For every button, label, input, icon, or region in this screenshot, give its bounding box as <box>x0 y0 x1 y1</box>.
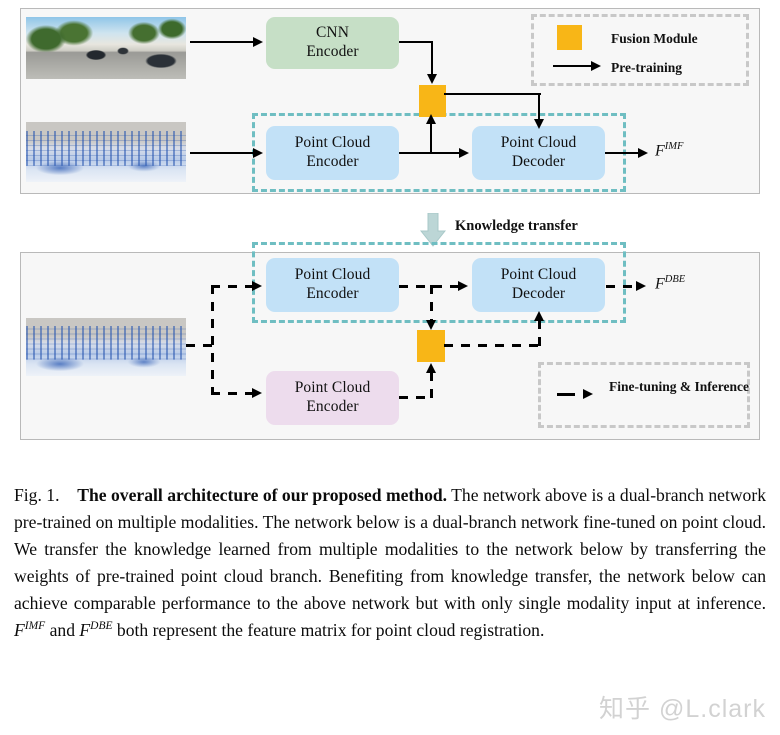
legend-pretraining-label: Pre-training <box>611 60 682 75</box>
caption-body-part2: and <box>45 620 80 641</box>
fusion-module-bottom[interactable] <box>417 330 445 362</box>
arrow-cnn-to-fusion-head <box>426 74 437 84</box>
dashed-lower-encoder-to-fusion-v <box>430 372 433 398</box>
fusion-module-top[interactable] <box>419 85 446 117</box>
arrow-cnn-to-fusion-h <box>399 41 433 44</box>
cnn-encoder-label-line2: Encoder <box>306 43 359 60</box>
point-cloud-decoder-node-bottom[interactable]: Point Cloud Decoder <box>472 258 605 312</box>
pc-decoder-bottom-label-line2: Decoder <box>511 285 566 302</box>
dashed-fusion-to-decoder-head <box>533 311 544 321</box>
pc-encoder-top-label-line1: Point Cloud <box>294 134 371 152</box>
arrow-rgb-to-cnn-head <box>253 36 263 47</box>
legend-finetuning-line1: Fine-tuning <box>609 379 677 394</box>
knowledge-transfer-label: Knowledge transfer <box>455 218 578 234</box>
rgb-image-thumbnail <box>26 17 186 79</box>
caption-symbol-dbe: FDBE <box>79 620 112 640</box>
arrow-decoder-to-output-line-top <box>605 152 640 155</box>
knowledge-transfer-arrow-icon <box>420 213 446 247</box>
output-label-imf: FIMF <box>655 141 683 160</box>
legend-finetuning-arrow-dash <box>557 393 575 396</box>
cnn-encoder-node[interactable]: CNN Encoder <box>266 17 399 69</box>
pc-encoder-top-label-line2: Encoder <box>306 153 359 170</box>
legend-finetuning-box <box>538 362 750 428</box>
output-dbe-sup: DBE <box>664 274 686 285</box>
cnn-encoder-label-line1: CNN <box>315 24 350 42</box>
dashed-arrow-to-upper-encoder-head <box>252 280 262 291</box>
point-cloud-decoder-node-top[interactable]: Point Cloud Decoder <box>472 126 605 180</box>
caption-dbe-base: F <box>79 620 91 641</box>
caption-symbol-imf: FIMF <box>14 620 45 640</box>
dashed-lower-encoder-to-fusion-h <box>399 396 432 399</box>
dashed-arrow-to-lower-encoder-line <box>211 392 253 395</box>
pc-encoder-bottom-upper-label-line1: Point Cloud <box>294 266 371 284</box>
pc-decoder-top-label-line2: Decoder <box>511 153 566 170</box>
figure-caption: Fig. 1. The overall architecture of our … <box>14 482 766 645</box>
pc-encoder-bottom-lower-label-line2: Encoder <box>306 398 359 415</box>
legend-pretraining-arrow-line <box>553 65 593 68</box>
dashed-junction-to-fusion-head <box>426 320 436 330</box>
arrow-fusion-to-decoder-head-top <box>533 119 544 129</box>
arrow-encoder-to-decoder-head-top <box>459 147 469 158</box>
dashed-fusion-to-decoder-h <box>444 344 542 347</box>
dashed-junction-to-fusion-line <box>430 285 433 323</box>
dashed-fusion-to-decoder-v <box>538 320 541 346</box>
legend-finetuning-line2: & Inference <box>679 379 749 394</box>
pc-encoder-bottom-lower-label-line1: Point Cloud <box>294 379 371 397</box>
pc-encoder-bottom-upper-label-line2: Encoder <box>306 285 359 302</box>
dashed-arrow-to-upper-encoder-line <box>211 285 253 288</box>
arrow-encoder-to-decoder-line-top <box>399 152 460 155</box>
arrow-encoder-to-fusion-head-top <box>425 114 436 124</box>
dashed-encoder-to-decoder-head-bottom <box>458 280 468 291</box>
arrow-encoder-to-fusion-v-top <box>430 122 433 153</box>
pc-decoder-top-label-line1: Point Cloud <box>500 134 577 152</box>
point-cloud-encoder-node-bottom-upper[interactable]: Point Cloud Encoder <box>266 258 399 312</box>
watermark: 知乎 @L.clark <box>599 695 766 723</box>
dashed-decoder-to-output-line <box>606 285 638 288</box>
point-cloud-encoder-node-bottom-lower[interactable]: Point Cloud Encoder <box>266 371 399 425</box>
dashed-arrow-to-lower-encoder-head <box>252 387 262 398</box>
legend-pretraining-arrow-head <box>591 60 601 71</box>
arrow-rgb-to-cnn-line <box>190 41 254 44</box>
caption-imf-base: F <box>14 620 25 641</box>
dashed-decoder-to-output-head <box>636 280 646 291</box>
dashed-encoder-to-decoder-line-bottom <box>399 285 459 288</box>
output-imf-sup: IMF <box>664 141 684 152</box>
caption-figure-number: Fig. 1. <box>14 485 60 505</box>
caption-dbe-sup: DBE <box>90 620 113 633</box>
legend-finetuning-label: Fine-tuning & Inference <box>609 378 749 395</box>
output-label-dbe: FDBE <box>655 274 685 293</box>
pc-decoder-bottom-label-line1: Point Cloud <box>500 266 577 284</box>
arrow-fusion-to-decoder-h-top <box>444 93 541 96</box>
caption-body-part1: The network above is a dual-branch netwo… <box>14 485 767 614</box>
dashed-input-trunk-bottom <box>211 285 214 394</box>
legend-fusion-module-label: Fusion Module <box>611 31 698 46</box>
dashed-lower-encoder-to-fusion-head <box>425 363 436 373</box>
legend-fusion-swatch <box>557 25 582 50</box>
point-cloud-thumbnail-bottom <box>26 318 186 376</box>
arrow-pc-to-encoder-line-top <box>190 152 254 155</box>
caption-bold-title: The overall architecture of our proposed… <box>77 485 448 505</box>
output-dbe-base: F <box>655 275 665 293</box>
arrow-fusion-to-decoder-v-top <box>538 93 541 121</box>
arrow-pc-to-encoder-head-top <box>253 147 263 158</box>
output-imf-base: F <box>655 142 665 160</box>
point-cloud-thumbnail-top <box>26 122 186 182</box>
legend-pretraining-box <box>531 14 749 86</box>
caption-body-part3: both represent the feature matrix for po… <box>112 620 545 641</box>
point-cloud-encoder-node-top[interactable]: Point Cloud Encoder <box>266 126 399 180</box>
caption-imf-sup: IMF <box>24 620 46 633</box>
legend-finetuning-arrow-head <box>583 388 593 399</box>
arrow-cnn-to-fusion-v <box>431 41 434 76</box>
dashed-input-stub-bottom <box>186 344 214 347</box>
arrow-decoder-to-output-head-top <box>638 147 648 158</box>
